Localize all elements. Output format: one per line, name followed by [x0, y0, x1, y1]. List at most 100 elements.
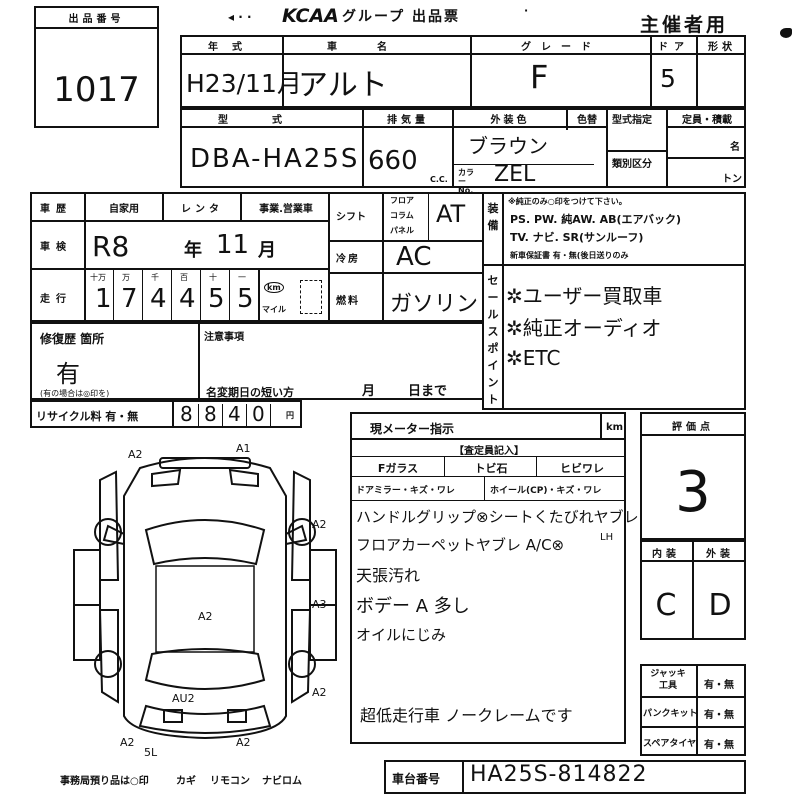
damage-mark-7: A2 [312, 686, 327, 699]
front-glass-label: Fガラス [377, 462, 419, 475]
model-label: 型式 [218, 115, 326, 126]
meter-km-unit: km [606, 422, 624, 433]
inspector-note-1: ハンドルグリップ⊗シートくたびれヤブレ [356, 508, 639, 526]
yen-unit: 円 [286, 411, 294, 420]
recycle-label: リサイクル料 有・無 [36, 410, 139, 423]
cc-unit: C.C. [430, 175, 448, 184]
year-label: 年式 [208, 42, 256, 53]
repair-note: (有の場合は◎印を) [40, 389, 110, 398]
shift-panel-option: パネル [390, 226, 414, 235]
color-number-label: カラーNo. [458, 168, 474, 195]
digit-label-4: 百 [180, 273, 188, 282]
recolor-label: 色替 [577, 115, 597, 126]
rental-option: レンタ [181, 204, 223, 215]
meter-label: 現メーター指示 [370, 422, 455, 436]
logo-mark-icon: ◂ · · [228, 10, 252, 24]
exterior-label: 外装 [706, 549, 734, 560]
car-name-value: アルト [298, 68, 388, 103]
chassis-box [384, 760, 746, 794]
puncture-kit-label: パンクキット [643, 709, 698, 719]
shaken-month-unit: 月 [258, 240, 276, 261]
shift-label: シフト [336, 212, 366, 223]
wheel-label: ホイール(CP)・キズ・ワレ [490, 486, 602, 496]
interior-label: 内装 [652, 549, 680, 560]
mileage-digit-1: 1 [95, 284, 112, 314]
fuel-value: ガソリン [390, 292, 479, 317]
mileage-digit-3: 4 [150, 284, 167, 314]
ton-unit: トン [722, 174, 742, 185]
interior-value: C [655, 588, 677, 623]
equipment-line-3: 新車保証書 有・無(後日送りのみ [510, 251, 629, 260]
digit-label-2: 万 [122, 273, 130, 282]
mileage-digit-6: 5 [237, 284, 254, 314]
form-title: グループ 出品票 [342, 9, 461, 25]
lot-number-label: 出品番号 [68, 14, 125, 25]
equipment-box [482, 192, 746, 410]
mile-unit: マイル [262, 305, 286, 314]
damage-mark-2: A1 [236, 442, 251, 455]
equipment-line-2: TV. ナビ. SR(サンルーフ) [510, 231, 644, 244]
shift-column-option: コラム [390, 211, 414, 220]
sales-point-1: ✲ユーザー買取車 [506, 284, 663, 308]
jack-yes-no: 有・無 [704, 680, 734, 691]
damage-mark-8: AU2 [172, 692, 195, 705]
lot-number-box [34, 6, 159, 128]
equipment-label: 装備 [487, 202, 499, 232]
mileage-digit-2: 7 [121, 284, 138, 314]
displacement-label: 排気量 [387, 115, 429, 126]
grade-value: F [530, 58, 549, 96]
mileage-label: 走行 [40, 294, 72, 305]
inspector-note-6: 超低走行車 ノークレームです [360, 706, 573, 725]
name-change-month-unit: 月 [362, 384, 376, 399]
digit-label-5: 十 [209, 273, 217, 282]
displacement-value: 660 [368, 146, 418, 176]
equipment-note: ※純正のみ○印をつけて下さい。 [508, 197, 627, 206]
fuel-label: 燃料 [336, 296, 360, 307]
crack-label: ヒビワレ [560, 462, 604, 475]
office-remote-label: リモコン [210, 776, 250, 787]
vehicle-info-box [180, 35, 746, 108]
inspector-note-2: フロアカーペットヤブレ A/C⊗ [356, 536, 565, 554]
chip-label: トビ石 [474, 462, 508, 475]
private-use-option: 自家用 [109, 204, 139, 215]
tools-box [640, 664, 746, 756]
name-change-day-unit: 日まで [408, 384, 448, 399]
digit-label-1: 十万 [90, 273, 106, 282]
ac-label: 冷房 [336, 254, 360, 265]
capacity-label: 定員・積載 [682, 115, 732, 126]
mileage-digit-4: 4 [179, 284, 196, 314]
mileage-digit-5: 5 [208, 284, 225, 314]
exterior-value: D [708, 588, 732, 623]
business-option: 事業.営業車 [259, 204, 313, 215]
shaken-value: R8 [92, 230, 130, 263]
damage-mark-11: 5L [144, 746, 158, 759]
score-box [640, 412, 746, 540]
corner-mark [780, 28, 792, 38]
jack-label: ジャッキ工具 [650, 669, 686, 691]
shaken-year-unit: 年 [184, 240, 202, 261]
chassis-value: HA25S-814822 [470, 762, 648, 787]
year-value: H23/11月 [186, 69, 302, 98]
digit-label-3: 千 [151, 273, 159, 282]
door-label: ドア [658, 42, 690, 53]
inspector-note-5: オイルにじみ [356, 626, 447, 644]
color-label: 外装色 [490, 115, 530, 126]
spare-tire-yes-no: 有・無 [704, 740, 734, 751]
sales-point-label: セールスポイント [487, 274, 499, 406]
shift-value: AT [436, 200, 466, 228]
organizer-label: 主催者用 [640, 14, 729, 36]
digit-label-6: 一 [238, 273, 246, 282]
inspector-note-extra: LH [600, 532, 614, 543]
attention-label: 注意事項 [204, 332, 244, 343]
capacity-unit: 名 [730, 142, 740, 153]
inspector-box [350, 412, 626, 744]
repair-label: 修復歴 箇所 [40, 332, 105, 346]
model-value: DBA-HA25S [190, 144, 360, 174]
lot-number-value: 1017 [53, 70, 140, 110]
repair-value: 有 [56, 360, 80, 388]
recycle-digit-3: 4 [228, 402, 241, 426]
recycle-digit-1: 8 [180, 402, 193, 426]
spec-box [180, 108, 746, 188]
door-value: 5 [660, 64, 676, 93]
history-label: 車歴 [40, 204, 72, 215]
